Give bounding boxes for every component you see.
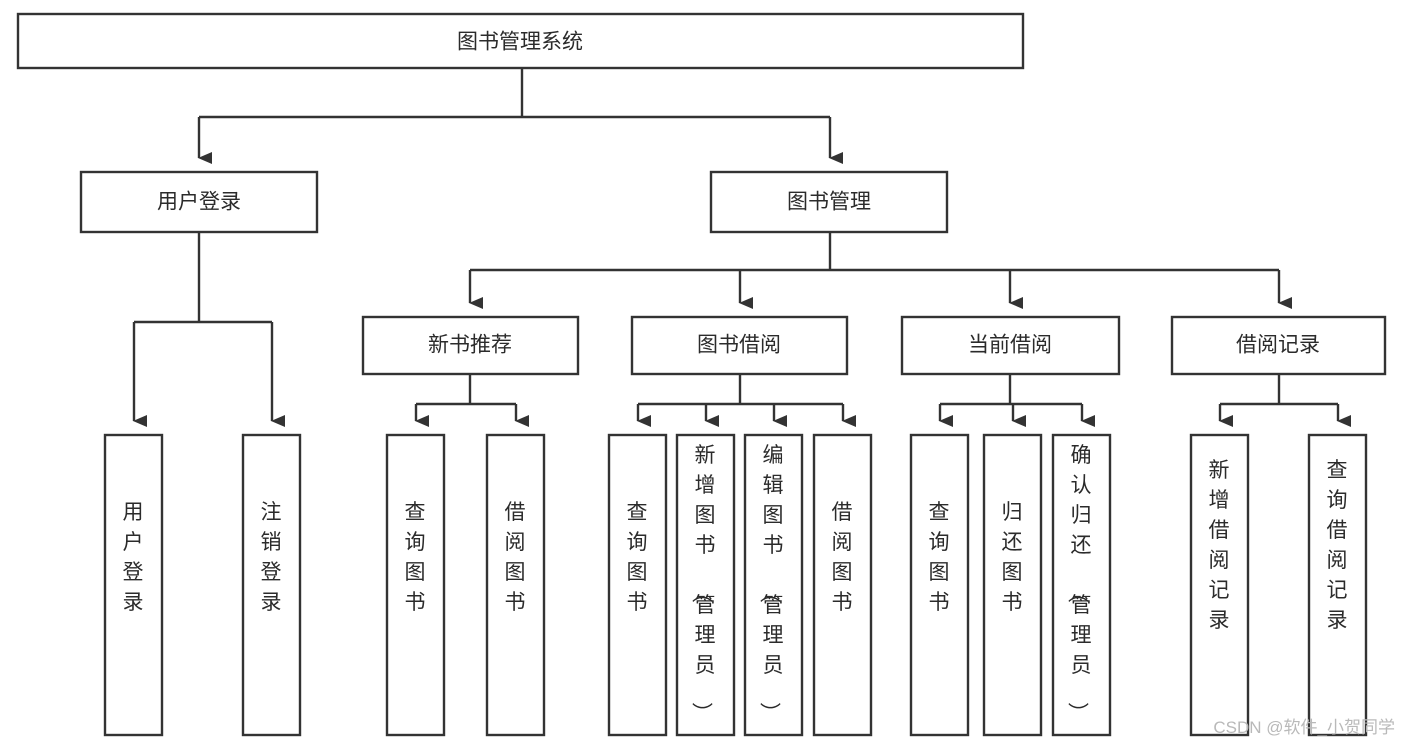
edge-layer <box>132 68 1351 427</box>
node-leaf-borrow-book-rec-label: 借阅图书 <box>505 501 526 614</box>
node-leaf-query-record-box[interactable] <box>1307 433 1368 737</box>
node-leaf-query-book-rec[interactable]: 查询图书 <box>385 433 446 737</box>
node-root[interactable]: 图书管理系统 <box>16 12 1025 70</box>
node-leaf-add-book-label: 新增图书（管理员） <box>690 444 716 723</box>
node-leaf-user-login[interactable]: 用户登录 <box>103 433 164 737</box>
node-user-login[interactable]: 用户登录 <box>79 170 319 234</box>
node-leaf-add-book-box[interactable] <box>675 433 736 737</box>
node-current-borrow-box[interactable] <box>900 315 1121 376</box>
node-leaf-add-record-label: 新增借阅记录 <box>1209 459 1230 632</box>
node-user-login-label: 用户登录 <box>157 191 241 214</box>
node-leaf-query-book-rec-box[interactable] <box>385 433 446 737</box>
node-root-label: 图书管理系统 <box>457 31 583 54</box>
node-leaf-user-login-box[interactable] <box>103 433 164 737</box>
node-leaf-borrow-book-rec-box[interactable] <box>485 433 546 737</box>
node-leaf-borrow-book-rec[interactable]: 借阅图书 <box>485 433 546 737</box>
node-leaf-add-record-box[interactable] <box>1189 433 1250 737</box>
node-leaf-add-book[interactable]: 新增图书（管理员） <box>675 433 736 737</box>
node-book-manage-label: 图书管理 <box>787 191 871 214</box>
node-leaf-return-book[interactable]: 归还图书 <box>982 433 1043 737</box>
node-new-book-rec[interactable]: 新书推荐 <box>361 315 580 376</box>
leaf-layer: 用户登录 注销登录 查询图书 借阅图书 查询图书 新增图书（管理员） 编辑图书（… <box>103 433 1368 737</box>
node-leaf-query-record-label: 查询借阅记录 <box>1327 459 1348 632</box>
node-borrow-record-label: 借阅记录 <box>1236 334 1320 357</box>
node-book-borrow-label: 图书借阅 <box>697 334 781 357</box>
node-leaf-query-book-borrow-box[interactable] <box>607 433 668 737</box>
node-leaf-query-book-rec-label: 查询图书 <box>405 501 426 614</box>
node-leaf-confirm-return-label: 确认归还（管理员） <box>1066 444 1092 723</box>
node-new-book-rec-box[interactable] <box>361 315 580 376</box>
node-current-borrow-label: 当前借阅 <box>968 334 1052 357</box>
node-current-borrow[interactable]: 当前借阅 <box>900 315 1121 376</box>
node-leaf-query-book-borrow-label: 查询图书 <box>627 501 648 614</box>
node-new-book-rec-label: 新书推荐 <box>428 334 512 357</box>
node-leaf-query-book-cur-label: 查询图书 <box>929 501 950 614</box>
csdn-watermark: CSDN @软件_小贺同学 <box>1213 718 1395 737</box>
node-book-manage[interactable]: 图书管理 <box>709 170 949 234</box>
node-leaf-query-record[interactable]: 查询借阅记录 <box>1307 433 1368 737</box>
node-leaf-return-book-label: 归还图书 <box>1002 501 1023 614</box>
node-leaf-query-book-cur[interactable]: 查询图书 <box>909 433 970 737</box>
node-leaf-confirm-return-box[interactable] <box>1051 433 1112 737</box>
node-leaf-query-book-borrow[interactable]: 查询图书 <box>607 433 668 737</box>
node-book-manage-box[interactable] <box>709 170 949 234</box>
node-leaf-edit-book-box[interactable] <box>743 433 804 737</box>
node-user-login-box[interactable] <box>79 170 319 234</box>
node-leaf-borrow-book-label: 借阅图书 <box>832 501 853 614</box>
node-leaf-edit-book[interactable]: 编辑图书（管理员） <box>743 433 804 737</box>
node-borrow-record-box[interactable] <box>1170 315 1387 376</box>
node-leaf-return-book-box[interactable] <box>982 433 1043 737</box>
node-leaf-borrow-book[interactable]: 借阅图书 <box>812 433 873 737</box>
node-leaf-query-book-cur-box[interactable] <box>909 433 970 737</box>
node-root-box[interactable] <box>16 12 1025 70</box>
node-borrow-record[interactable]: 借阅记录 <box>1170 315 1387 376</box>
node-book-borrow-box[interactable] <box>630 315 849 376</box>
node-leaf-user-logout-label: 注销登录 <box>261 501 282 614</box>
node-leaf-borrow-book-box[interactable] <box>812 433 873 737</box>
node-leaf-edit-book-label: 编辑图书（管理员） <box>758 444 784 723</box>
node-leaf-confirm-return[interactable]: 确认归还（管理员） <box>1051 433 1112 737</box>
node-book-borrow[interactable]: 图书借阅 <box>630 315 849 376</box>
node-leaf-user-logout-box[interactable] <box>241 433 302 737</box>
node-leaf-user-logout[interactable]: 注销登录 <box>241 433 302 737</box>
node-leaf-add-record[interactable]: 新增借阅记录 <box>1189 433 1250 737</box>
node-leaf-user-login-label: 用户登录 <box>123 501 144 614</box>
